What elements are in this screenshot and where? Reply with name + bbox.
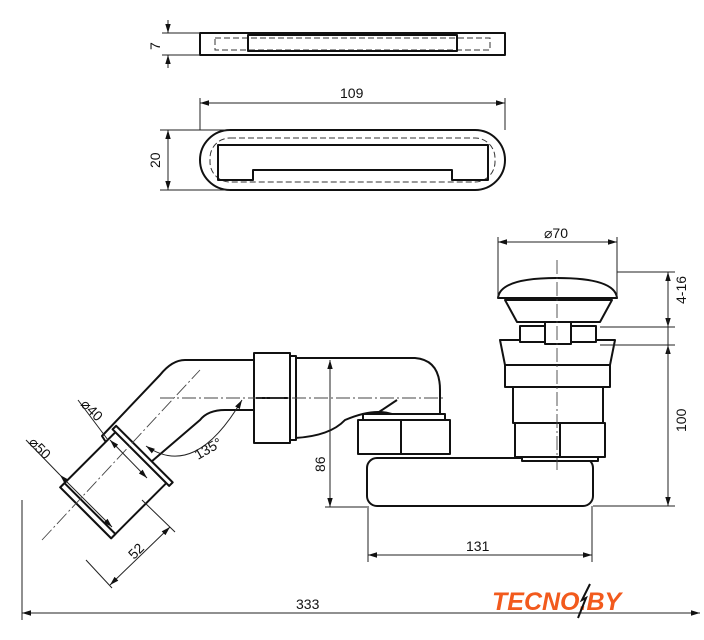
dim-gasket-length: 109 bbox=[340, 85, 364, 101]
dim-adjust-range: 4-16 bbox=[673, 276, 689, 304]
dim-trap-length: 131 bbox=[466, 538, 490, 554]
dim-body-height: 100 bbox=[673, 408, 689, 432]
logo-text: TECNO.BY bbox=[492, 588, 624, 616]
gasket-plan-view: 109 20 bbox=[147, 85, 506, 191]
dimensions: ⌀70 4-16 100 86 131 333 135° ⌀40 ⌀50 52 bbox=[21, 225, 700, 620]
dim-outlet-inner-diameter: ⌀40 bbox=[78, 396, 106, 424]
dim-gasket-width: 20 bbox=[147, 152, 163, 168]
dim-outlet-length: 52 bbox=[125, 540, 147, 562]
gasket-top-view: 7 bbox=[147, 20, 506, 68]
dim-trap-height: 86 bbox=[312, 456, 328, 472]
dim-cap-diameter: ⌀70 bbox=[544, 225, 568, 241]
logo-lightning-icon bbox=[577, 583, 591, 619]
dim-angle: 135° bbox=[192, 434, 225, 462]
dim-gasket-thickness: 7 bbox=[147, 42, 163, 50]
tecno-logo: TECNO.BY bbox=[492, 583, 624, 619]
dim-outlet-outer-diameter: ⌀50 bbox=[26, 434, 54, 462]
dim-total-length: 333 bbox=[296, 596, 320, 612]
